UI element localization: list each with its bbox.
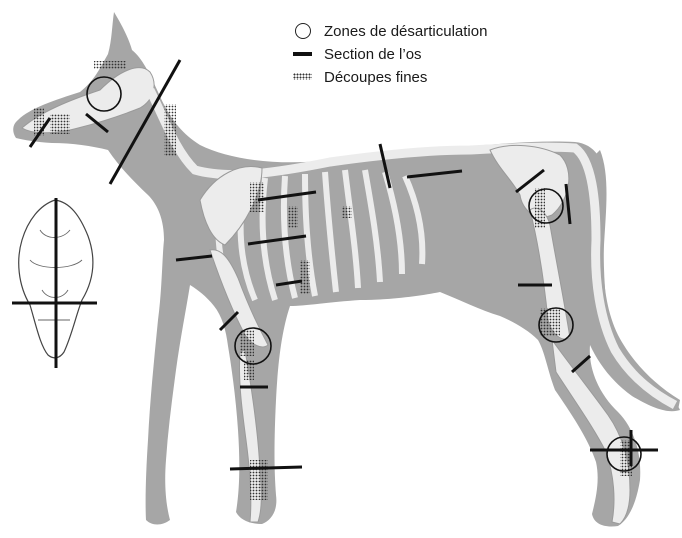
legend-label-fine-cuts: Découpes fines: [324, 69, 427, 86]
fine-cut-zone: [250, 182, 264, 212]
fine-cut-zone: [240, 330, 254, 356]
fine-cut-zone: [94, 61, 126, 69]
fine-cut-zone: [300, 260, 310, 294]
legend-label-disarticulation: Zones de désarticulation: [324, 23, 487, 40]
fine-cut-zone: [540, 308, 560, 336]
fine-cut-zone: [250, 460, 268, 500]
fine-cut-zone: [164, 104, 176, 156]
legend-item-bone-section: Section de l’os: [290, 43, 422, 65]
fine-cut-zone: [50, 114, 70, 134]
legend: Zones de désarticulation Section de l’os…: [290, 20, 590, 90]
dotted-bar-icon: [290, 66, 320, 88]
section-line: [230, 467, 302, 469]
fine-cut-zone: [288, 206, 298, 228]
fine-cut-zone: [342, 206, 352, 218]
legend-item-disarticulation: Zones de désarticulation: [290, 20, 487, 42]
circle-outline-icon: [290, 20, 320, 42]
legend-item-fine-cuts: Découpes fines: [290, 66, 427, 88]
bold-line-icon: [290, 43, 320, 65]
legend-label-bone-section: Section de l’os: [324, 46, 422, 63]
